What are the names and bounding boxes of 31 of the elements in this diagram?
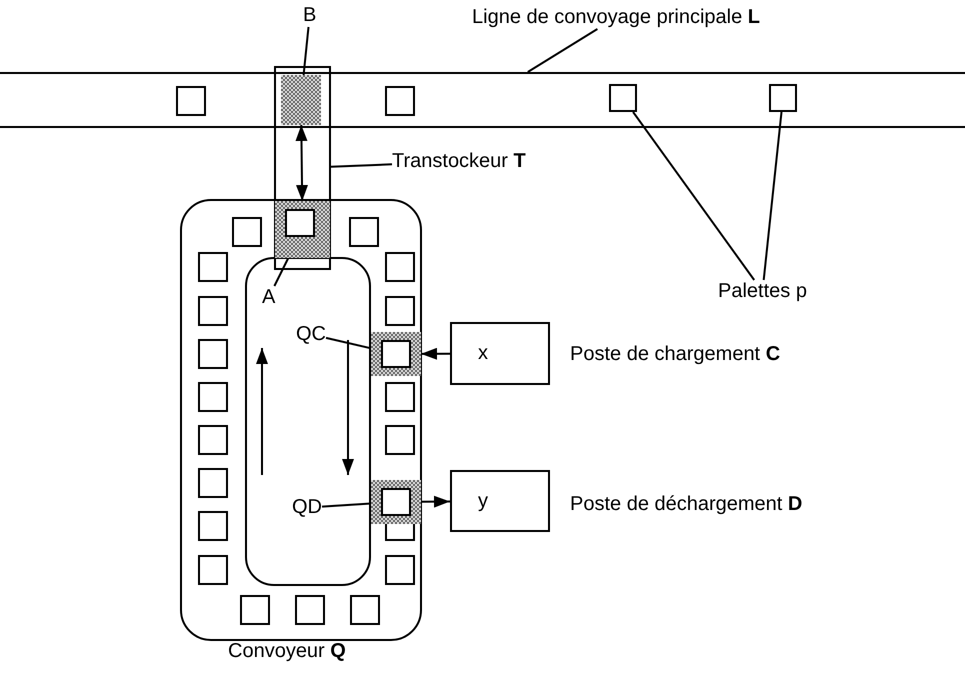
callout-letter: B — [303, 4, 316, 27]
part-label: Ligne de convoyage principale L — [472, 6, 760, 29]
leader-line — [274, 258, 290, 286]
station-box: y — [450, 470, 550, 532]
callout-letter: QC — [296, 323, 326, 346]
callout-letter: QD — [292, 496, 322, 519]
conveyor-line — [0, 72, 965, 128]
stacker-crane-frame — [274, 66, 331, 270]
transfer-position — [371, 480, 421, 524]
leader-line — [762, 112, 782, 280]
leader-line — [632, 111, 756, 281]
station-box: x — [450, 322, 550, 385]
leader-line — [527, 28, 598, 73]
station-label: Poste de déchargement D — [570, 493, 802, 516]
arrow — [420, 496, 450, 508]
part-label: Convoyeur Q — [228, 640, 346, 663]
leader-line — [322, 502, 372, 508]
leader-line — [330, 163, 392, 168]
part-label: Transtockeur T — [392, 150, 526, 173]
arrow — [421, 348, 450, 360]
transfer-position — [371, 332, 421, 376]
transfer-position — [281, 75, 321, 125]
leader-line — [326, 336, 372, 350]
pallet-square — [609, 84, 637, 112]
leader-line — [302, 26, 310, 76]
arrow — [296, 124, 308, 202]
transfer-position — [275, 201, 330, 258]
part-label: Palettes p — [718, 280, 807, 303]
pallet-square — [769, 84, 797, 112]
callout-letter: A — [262, 286, 276, 309]
station-label: Poste de chargement C — [570, 343, 780, 366]
